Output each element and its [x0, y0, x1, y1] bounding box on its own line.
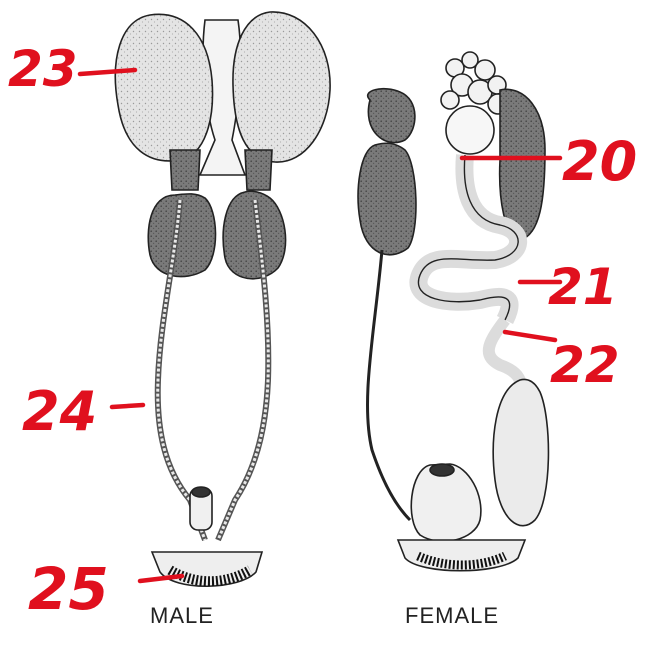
male-left-fat-body: [170, 150, 200, 190]
female-ovisac: [493, 380, 548, 526]
male-right-fat-body: [245, 150, 272, 190]
female-ovary-cluster: [441, 52, 508, 114]
leader-24: [112, 405, 143, 407]
female-left-duct: [367, 250, 410, 520]
label-20: 20: [562, 135, 637, 189]
male-bladder-opening: [192, 487, 210, 497]
caption-male: MALE: [150, 603, 214, 629]
male-system: [115, 12, 330, 586]
label-22: 22: [550, 340, 620, 390]
label-24: 24: [22, 385, 97, 439]
female-fat-body: [368, 89, 415, 143]
male-right-testis: [233, 12, 330, 162]
label-21: 21: [548, 262, 618, 312]
leader-22: [505, 332, 555, 340]
caption-female: FEMALE: [405, 603, 499, 629]
female-kidney: [358, 143, 416, 255]
female-bladder-opening: [430, 464, 454, 476]
label-23: 23: [8, 44, 78, 94]
female-system: [358, 52, 548, 571]
female-oviduct-funnel: [446, 106, 494, 154]
label-25: 25: [28, 560, 109, 618]
male-left-testis: [115, 14, 212, 161]
